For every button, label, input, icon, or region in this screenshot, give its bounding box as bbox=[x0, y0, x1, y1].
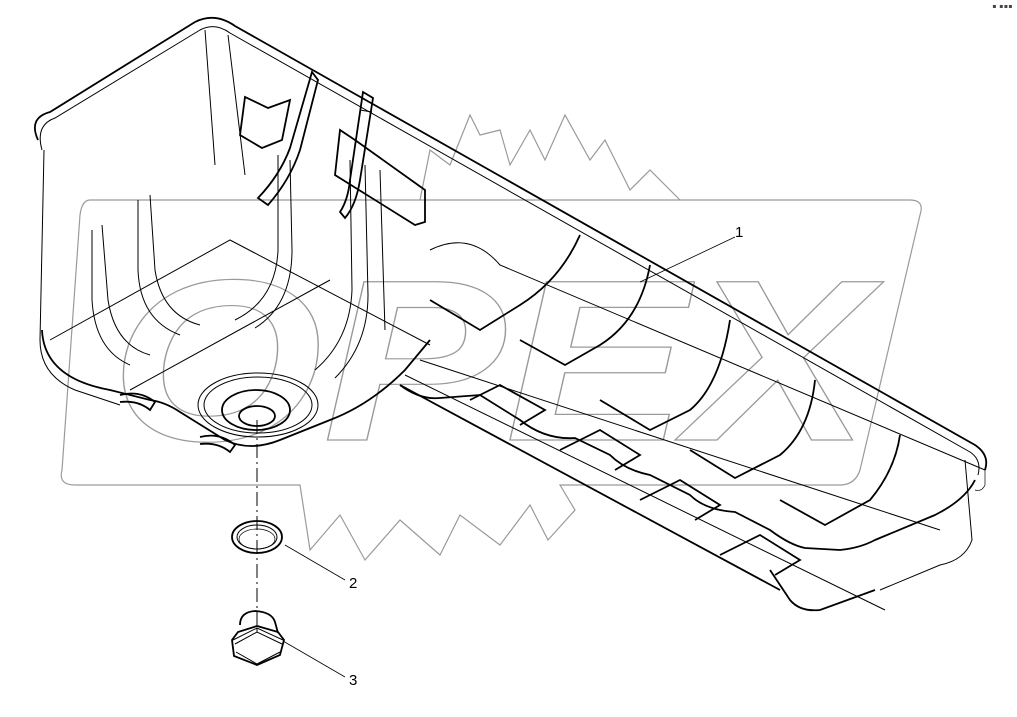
watermark-text: OPEX bbox=[109, 231, 884, 489]
leader-line-2 bbox=[284, 544, 346, 581]
sealing-washer bbox=[231, 520, 283, 554]
callout-2: 2 bbox=[349, 575, 358, 592]
leader-line-1 bbox=[639, 236, 736, 283]
watermark-gear-icon bbox=[60, 113, 922, 562]
drain-plug bbox=[231, 610, 285, 666]
corner-mark: ▪ ▪▪▪ bbox=[992, 3, 1013, 10]
callout-1: 1 bbox=[735, 224, 744, 241]
svg-text:OPEX: OPEX bbox=[110, 232, 884, 489]
leader-line-3 bbox=[282, 640, 346, 678]
oil-pan bbox=[34, 16, 988, 612]
callout-3: 3 bbox=[349, 672, 358, 689]
leader-lines bbox=[282, 236, 736, 678]
